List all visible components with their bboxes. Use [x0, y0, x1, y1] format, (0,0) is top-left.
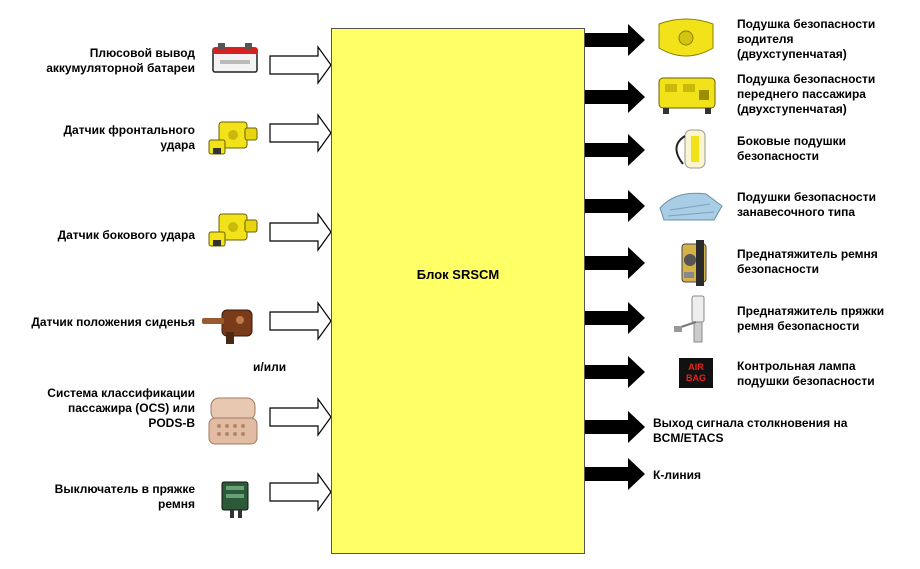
label-line: (двухступенчатая): [737, 102, 847, 116]
srscm-block: Блок SRSCM: [331, 28, 585, 554]
label-line: водителя: [737, 32, 794, 46]
label-line: (двухступенчатая): [737, 47, 847, 61]
passenger-airbag-icon: [658, 77, 716, 114]
and-or-label: и/или: [253, 360, 287, 374]
battery-icon: [212, 43, 258, 73]
output-arrow-belt-pretensioner: [583, 247, 645, 279]
label-line: Контрольная лампа: [737, 359, 856, 373]
curtain-airbag-icon: [659, 192, 723, 221]
output-arrow-k-line: [583, 458, 645, 490]
output-label-k-line: К-линия: [653, 468, 701, 483]
label-line: Выключатель в пряжке: [54, 482, 195, 496]
label-line: Преднатяжитель ремня: [737, 247, 878, 261]
label-line: BCM/ETACS: [653, 431, 724, 445]
input-arrow-front-sensor: [269, 113, 332, 153]
output-label-warning-lamp: Контрольная лампа подушки безопасности: [737, 359, 875, 389]
output-label-side-airbag: Боковые подушки безопасности: [737, 134, 846, 164]
label-line: удара: [160, 138, 195, 152]
label-line: Система классификации: [47, 386, 195, 400]
front-impact-sensor-icon: [208, 121, 258, 155]
input-label-battery: Плюсовой вывод аккумуляторной батареи: [46, 46, 195, 76]
label-line: ремня: [158, 497, 195, 511]
label-line: К-линия: [653, 468, 701, 482]
input-arrow-buckle-switch: [269, 472, 332, 512]
label-line: аккумуляторной батареи: [46, 61, 195, 75]
side-impact-sensor-icon: [208, 213, 258, 247]
output-arrow-driver-airbag: [583, 24, 645, 56]
label-line: Подушка безопасности: [737, 17, 876, 31]
input-label-front-sensor: Датчик фронтального удара: [64, 123, 196, 153]
label-line: Датчик положения сиденья: [31, 315, 195, 329]
label-line: переднего пассажира: [737, 87, 866, 101]
label-line: Боковые подушки: [737, 134, 847, 148]
belt-pretensioner-icon: [681, 240, 707, 286]
input-label-ocs: Система классификации пассажира (OCS) ил…: [47, 386, 195, 431]
output-label-buckle-pretensioner: Преднатяжитель пряжки ремня безопасности: [737, 304, 884, 334]
lamp-text-top: AIR: [688, 362, 704, 372]
output-label-curtain-airbag: Подушки безопасности занавесочного типа: [737, 190, 876, 220]
output-arrow-warning-lamp: [583, 356, 645, 388]
label-line: пассажира (OCS) или: [67, 401, 195, 415]
label-line: Преднатяжитель пряжки: [737, 304, 885, 318]
output-label-passenger-airbag: Подушка безопасности переднего пассажира…: [737, 72, 875, 117]
output-arrow-side-airbag: [583, 134, 645, 166]
seat-position-sensor-icon: [202, 309, 253, 344]
output-arrow-crash-signal: [583, 411, 645, 443]
input-label-seat-sensor: Датчик положения сиденья: [31, 315, 195, 330]
input-label-buckle-switch: Выключатель в пряжке ремня: [55, 482, 195, 512]
buckle-switch-icon: [221, 481, 249, 518]
label-line: Подушка безопасности: [737, 72, 876, 86]
buckle-pretensioner-icon: [674, 295, 705, 343]
label-line: PODS-B: [148, 416, 195, 430]
label-line: подушки безопасности: [737, 374, 875, 388]
output-label-crash-signal: Выход сигнала столкновения на BCM/ETACS: [653, 416, 847, 446]
label-line: занавесочного типа: [737, 205, 856, 219]
input-arrow-side-sensor: [269, 212, 332, 252]
airbag-warning-lamp-icon: AIR BAG: [679, 358, 713, 388]
output-arrow-passenger-airbag: [583, 81, 645, 113]
label-line: Датчик бокового удара: [57, 228, 195, 242]
label-line: безопасности: [737, 149, 820, 163]
label-line: Плюсовой вывод: [89, 46, 195, 60]
label-line: безопасности: [737, 262, 820, 276]
label-line: Датчик фронтального: [63, 123, 196, 137]
label-line: Выход сигнала столкновения на: [653, 416, 848, 430]
block-title: Блок SRSCM: [416, 267, 500, 282]
label-line: Подушки безопасности: [737, 190, 876, 204]
input-arrow-ocs: [269, 397, 332, 437]
side-airbag-icon: [675, 129, 706, 169]
input-arrow-battery: [269, 45, 332, 85]
output-label-belt-pretensioner: Преднатяжитель ремня безопасности: [737, 247, 878, 277]
output-arrow-curtain-airbag: [583, 190, 645, 222]
output-arrow-buckle-pretensioner: [583, 302, 645, 334]
lamp-text-bottom: BAG: [686, 373, 706, 383]
label-line: ремня безопасности: [737, 319, 860, 333]
input-arrow-seat-sensor: [269, 301, 332, 341]
occupant-classification-icon: [208, 397, 258, 445]
output-label-driver-airbag: Подушка безопасности водителя (двухступе…: [737, 17, 875, 62]
driver-airbag-icon: [658, 18, 714, 57]
input-label-side-sensor: Датчик бокового удара: [58, 228, 195, 243]
